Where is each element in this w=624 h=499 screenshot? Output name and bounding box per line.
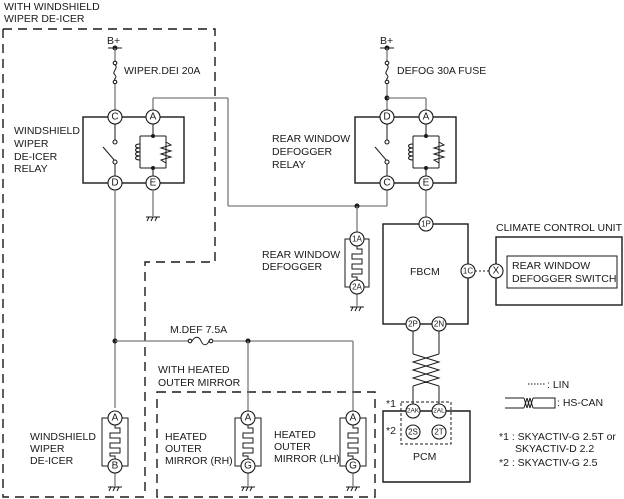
mirror-lh-label: HEATED OUTER MIRROR (LH) [274, 429, 340, 465]
fuse-defog [384, 48, 427, 110]
defog-relay-pin-a: A [418, 109, 434, 125]
legend-lin-label: : LIN [547, 379, 569, 391]
legend-note-1b: SKYACTIV-D 2.2 [515, 443, 594, 455]
pcm-pin-2s: 2S [405, 424, 421, 440]
wiper-relay-pin-c: C [107, 109, 123, 125]
wiper-deicer-element [101, 417, 129, 492]
svg-text:A: A [423, 112, 430, 123]
svg-text:G: G [349, 461, 357, 472]
rear-defogger-label: REAR WINDOW DEFOGGER [262, 249, 343, 273]
mirror-rh-pin-a: A [240, 410, 256, 426]
windshield-option-label-1: WITH WINDSHIELD [4, 1, 100, 13]
legend-hscan-symbol [505, 397, 556, 409]
svg-text:E: E [423, 178, 430, 189]
svg-text:D: D [111, 178, 118, 189]
svg-text:D: D [383, 112, 390, 123]
fuse-wiper-dei-label: WIPER.DEI 20A [124, 65, 200, 77]
defogger-switch-box [506, 255, 618, 289]
mirror-lh-pin-g: G [345, 458, 361, 474]
mirror-rh-label: HEATED OUTER MIRROR (RH) [165, 431, 233, 467]
bplus-label-defog: B+ [380, 35, 393, 47]
svg-text:2AL: 2AL [433, 408, 445, 415]
fbcm-pin-2n: 2N [431, 316, 447, 332]
hscan-twisted-pair [411, 331, 441, 404]
mirror-option-label-2: OUTER MIRROR [158, 377, 241, 389]
defogger-pin-2a: 2A [349, 279, 365, 295]
climate-unit-label: CLIMATE CONTROL UNIT [496, 222, 623, 234]
legend-hscan-label: : HS-CAN [557, 397, 603, 409]
svg-text:A: A [150, 112, 157, 123]
svg-text:2A: 2A [352, 283, 362, 292]
wiper-relay-pin-e: E [145, 175, 161, 191]
pcm-label: PCM [413, 451, 436, 463]
svg-text:1C: 1C [463, 267, 473, 276]
defogger-pin-1a: 1A [349, 231, 365, 247]
fuse-wiper-dei [112, 48, 118, 110]
mirror-lh-element [339, 417, 367, 492]
bplus-label-wiper: B+ [107, 35, 120, 47]
legend-note-2: *2 : SKYACTIV-G 2.5 [499, 457, 598, 469]
deicer-pin-a: A [107, 410, 123, 426]
fbcm-pin-1p: 1P [418, 216, 434, 232]
svg-text:2T: 2T [434, 428, 443, 437]
fbcm-pin-2p: 2P [405, 316, 421, 332]
wiper-relay-pin-d: D [107, 175, 123, 191]
fbcm-label: FBCM [410, 266, 440, 278]
svg-text:2S: 2S [408, 428, 418, 437]
pcm-note-1: *1 [386, 398, 396, 410]
pcm-module [382, 401, 471, 483]
defog-relay [354, 116, 457, 217]
mirror-option-boundary [156, 391, 376, 498]
wiper-deicer-label: WINDSHIELD WIPER DE-ICER [30, 431, 99, 467]
defog-relay-pin-c: C [379, 175, 395, 191]
fuse-mdef [187, 336, 354, 411]
mirror-lh-pin-a: A [345, 410, 361, 426]
defog-relay-pin-d: D [379, 109, 395, 125]
mirror-option-label-1: WITH HEATED [158, 364, 230, 376]
pcm-pin-2ak: 2AK [405, 403, 421, 419]
wiper-relay-pin-a: A [145, 109, 161, 125]
svg-text:B: B [112, 461, 119, 472]
svg-text:A: A [350, 413, 357, 424]
mirror-rh-pin-g: G [240, 458, 256, 474]
svg-text:2N: 2N [434, 320, 444, 329]
windshield-option-boundary [2, 28, 216, 498]
svg-text:A: A [245, 413, 252, 424]
legend: : LIN : HS-CAN *1 : SKYACTIV-G 2.5T or S… [499, 379, 616, 469]
rear-defogger-element [344, 206, 370, 312]
svg-text:A: A [112, 413, 119, 424]
svg-text:2AK: 2AK [407, 408, 420, 415]
legend-note-1: *1 : SKYACTIV-G 2.5T or [499, 431, 616, 443]
pcm-note-2: *2 [386, 425, 396, 437]
svg-text:E: E [150, 178, 157, 189]
svg-text:C: C [383, 178, 390, 189]
pcm-pin-2al: 2AL [431, 403, 447, 419]
fuse-mdef-label: M.DEF 7.5A [170, 324, 227, 336]
defog-relay-label: REAR WINDOW DEFOGGER RELAY [272, 133, 353, 171]
wiper-relay-label: WINDSHIELD WIPER DE-ICER RELAY [14, 125, 83, 175]
climate-pin-x: X [488, 263, 504, 279]
svg-text:1P: 1P [421, 220, 431, 229]
svg-text:1A: 1A [352, 235, 362, 244]
fbcm-pin-1c: 1C [460, 263, 476, 279]
windshield-option-label-2: WIPER DE-ICER [4, 13, 85, 25]
defog-relay-pin-e: E [418, 175, 434, 191]
svg-text:G: G [244, 461, 252, 472]
svg-text:2P: 2P [408, 320, 418, 329]
svg-text:C: C [111, 112, 118, 123]
ground-icon-wiper-relay [146, 190, 160, 222]
fuse-defog-label: DEFOG 30A FUSE [397, 65, 486, 77]
deicer-pin-b: B [107, 458, 123, 474]
pcm-pin-2t: 2T [431, 424, 447, 440]
wiper-relay [82, 97, 387, 207]
mirror-rh-element [234, 417, 262, 492]
svg-text:X: X [493, 266, 500, 277]
defogger-switch-label: REAR WINDOW DEFOGGER SWITCH [512, 260, 616, 285]
